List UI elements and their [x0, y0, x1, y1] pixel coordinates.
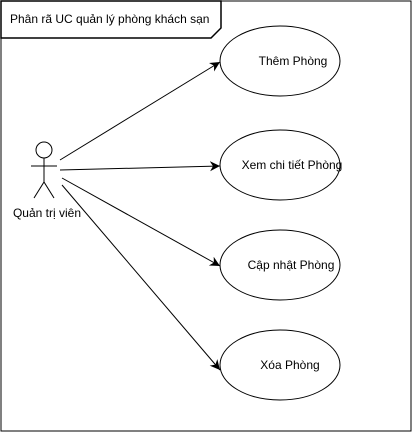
use-case-label: Xem chi tiết Phòng — [242, 158, 343, 172]
actor-right-leg — [43, 181, 55, 199]
actor-label: Quản trị viên — [13, 206, 81, 220]
association-arrow-cap-nhat — [61, 177, 221, 267]
use-case-xem-chi-tiet-phong[interactable]: Xem chi tiết Phòng — [219, 129, 343, 201]
use-case-cap-nhat-phong[interactable]: Cập nhật Phòng — [219, 229, 341, 301]
use-case-label: Thêm Phòng — [259, 54, 328, 68]
actor-left-leg — [33, 181, 45, 199]
use-case-xoa-phong[interactable]: Xóa Phòng — [219, 329, 341, 401]
frame-title-tab — [0, 0, 222, 39]
use-case-them-phong[interactable]: Thêm Phòng — [219, 25, 341, 97]
actor-head — [35, 141, 53, 159]
association-arrow-them-phong — [59, 61, 221, 161]
use-case-label: Xóa Phòng — [260, 358, 319, 372]
actor-figure[interactable] — [31, 141, 57, 199]
frame-title: Phân rã UC quản lý phòng khách sạn — [10, 12, 209, 26]
association-arrow-xoa — [61, 184, 221, 371]
association-arrow-xem-chi-tiet — [59, 161, 221, 172]
use-case-label: Cập nhật Phòng — [248, 258, 335, 272]
